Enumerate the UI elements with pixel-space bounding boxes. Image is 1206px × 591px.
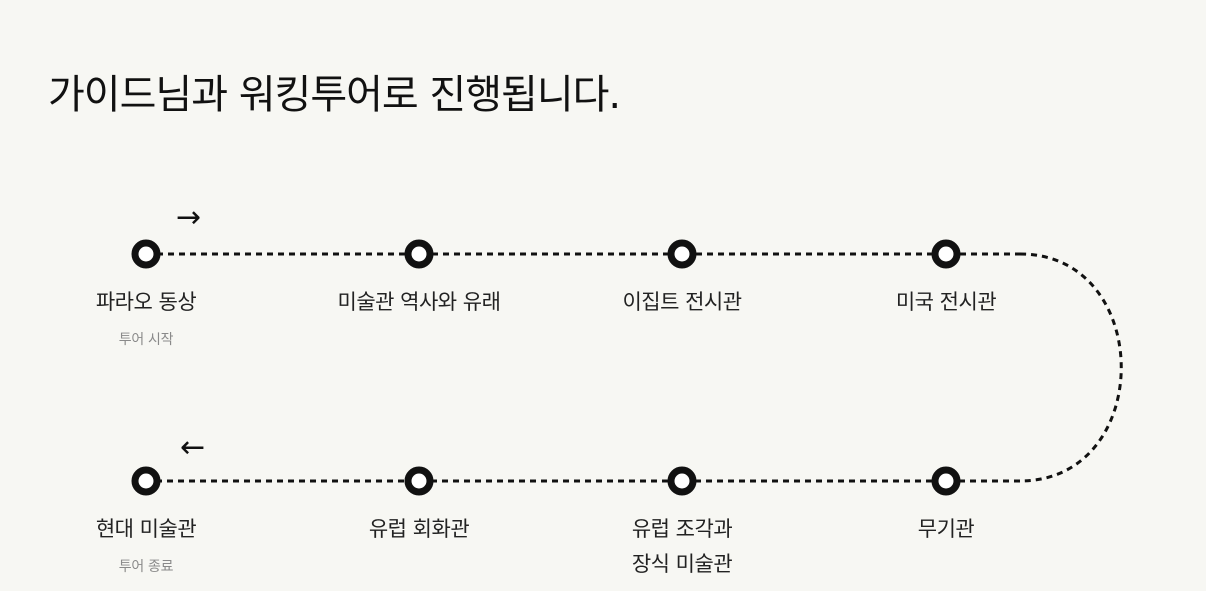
arrow-left-icon: ← xyxy=(180,430,206,465)
stop-label-european-sculpture: 유럽 조각과 xyxy=(631,517,733,541)
stop-label-arms-armor: 무기관 xyxy=(917,517,975,541)
route-curve-right xyxy=(1019,252,1123,483)
stop-node-arms-armor xyxy=(931,466,961,496)
stop-sub-tour-start: 투어 시작 xyxy=(118,332,174,348)
stop-sub-tour-end: 투어 종료 xyxy=(118,559,174,575)
stop-label-pharaoh-statue: 파라오 동상 xyxy=(95,290,197,314)
stop-label-european-painting: 유럽 회화관 xyxy=(368,517,470,541)
stop-node-pharaoh-statue xyxy=(131,239,161,269)
page-title: 가이드님과 워킹투어로 진행됩니다. xyxy=(48,72,621,118)
stop-node-museum-history xyxy=(404,239,434,269)
stop-node-modern-art xyxy=(131,466,161,496)
stop-node-european-painting xyxy=(404,466,434,496)
stop-label-museum-history: 미술관 역사와 유래 xyxy=(337,290,501,314)
arrow-right-icon: → xyxy=(176,200,202,235)
stop-node-european-sculpture xyxy=(667,466,697,496)
stop-node-american-gallery xyxy=(931,239,961,269)
stop-node-egyptian-gallery xyxy=(667,239,697,269)
stop-label-egyptian-gallery: 이집트 전시관 xyxy=(622,290,742,314)
stop-label-american-gallery: 미국 전시관 xyxy=(895,290,997,314)
stop-label-european-sculpture-line2: 장식 미술관 xyxy=(631,552,733,576)
stop-label-modern-art: 현대 미술관 xyxy=(95,517,197,541)
